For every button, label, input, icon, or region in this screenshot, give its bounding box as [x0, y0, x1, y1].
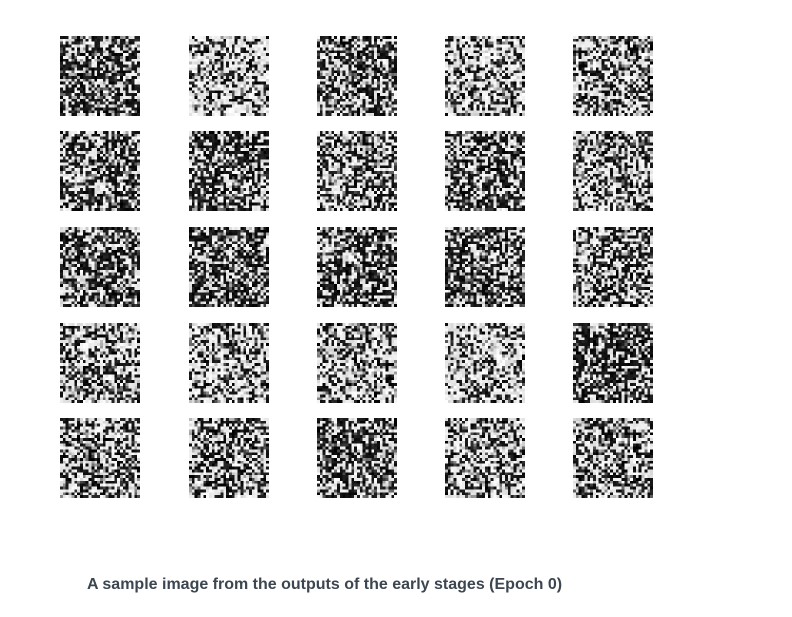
- sample-image-r2-c3: [317, 131, 397, 211]
- sample-image-r5-c1: [60, 418, 140, 498]
- sample-image-r3-c1: [60, 227, 140, 307]
- sample-image-r3-c5: [573, 227, 653, 307]
- sample-image-r4-c3: [317, 323, 397, 403]
- sample-image-r2-c1: [60, 131, 140, 211]
- sample-image-r3-c3: [317, 227, 397, 307]
- sample-image-r2-c4: [445, 131, 525, 211]
- sample-image-r4-c1: [60, 323, 140, 403]
- sample-image-r4-c5: [573, 323, 653, 403]
- sample-image-r2-c2: [189, 131, 269, 211]
- sample-image-r1-c3: [317, 36, 397, 116]
- sample-image-r5-c5: [573, 418, 653, 498]
- sample-image-r1-c5: [573, 36, 653, 116]
- sample-image-r5-c3: [317, 418, 397, 498]
- sample-image-r5-c2: [189, 418, 269, 498]
- sample-image-r3-c4: [445, 227, 525, 307]
- sample-image-r1-c1: [60, 36, 140, 116]
- sample-image-r1-c4: [445, 36, 525, 116]
- generated-samples-grid: [60, 36, 653, 498]
- sample-image-r5-c4: [445, 418, 525, 498]
- sample-image-r3-c2: [189, 227, 269, 307]
- sample-image-r1-c2: [189, 36, 269, 116]
- sample-image-r4-c2: [189, 323, 269, 403]
- figure-caption: A sample image from the outputs of the e…: [87, 576, 563, 593]
- sample-image-r2-c5: [573, 131, 653, 211]
- sample-image-r4-c4: [445, 323, 525, 403]
